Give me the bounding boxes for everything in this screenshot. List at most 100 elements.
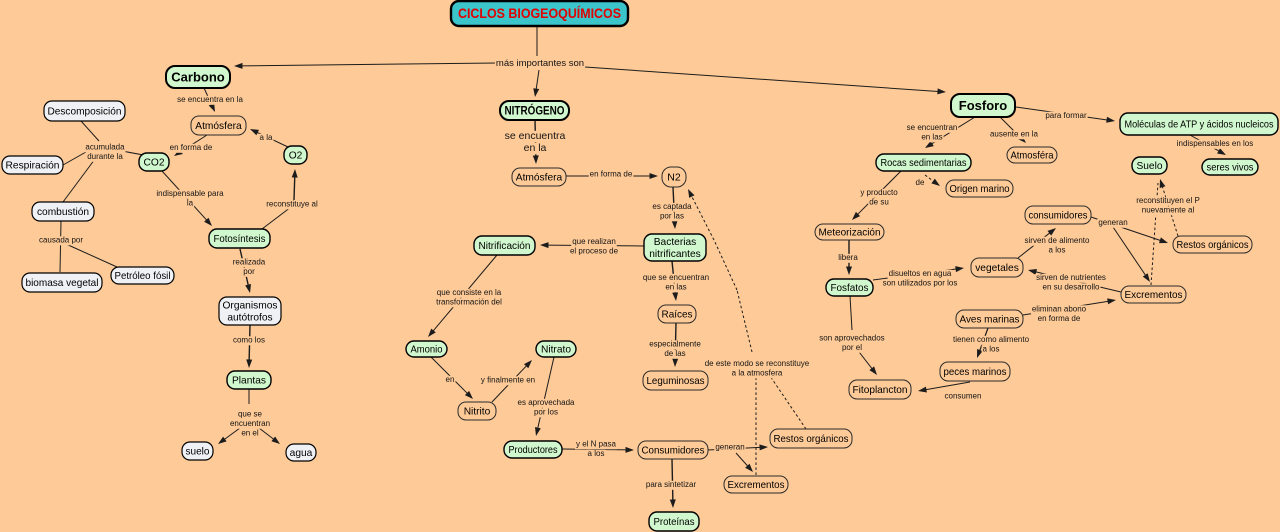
- svg-text:Bacterias: Bacterias: [654, 237, 696, 248]
- svg-text:Meteorización: Meteorización: [819, 228, 881, 239]
- svg-text:y el N pasa: y el N pasa: [576, 440, 617, 449]
- svg-text:indispensable para: indispensable para: [156, 189, 224, 198]
- svg-text:Proteínas: Proteínas: [654, 517, 695, 528]
- svg-text:como los: como los: [233, 336, 265, 345]
- svg-text:durante la: durante la: [87, 152, 123, 161]
- svg-text:en forma de: en forma de: [590, 170, 633, 179]
- svg-text:en su desarrollo: en su desarrollo: [1043, 283, 1100, 292]
- svg-text:Leguminosas: Leguminosas: [647, 376, 705, 387]
- svg-text:es aprovechada: es aprovechada: [518, 398, 575, 407]
- svg-text:en las: en las: [665, 283, 686, 292]
- svg-text:libera: libera: [838, 253, 858, 262]
- svg-text:por el: por el: [842, 343, 862, 352]
- svg-text:Rocas sedimentarias: Rocas sedimentarias: [881, 158, 967, 169]
- svg-text:causada por: causada por: [39, 236, 83, 245]
- svg-text:encuentran: encuentran: [230, 419, 270, 428]
- svg-text:Fosfatos: Fosfatos: [831, 283, 869, 294]
- svg-text:eliminan abono: eliminan abono: [1032, 305, 1087, 314]
- svg-text:Moléculas de ATP y ácidos nucl: Moléculas de ATP y ácidos nucleicos: [1125, 120, 1274, 131]
- svg-text:reconstituye al: reconstituye al: [266, 200, 318, 209]
- svg-text:Raíces: Raíces: [662, 310, 693, 321]
- svg-text:Nitrificación: Nitrificación: [479, 241, 531, 252]
- svg-text:en forma de: en forma de: [1038, 314, 1081, 323]
- svg-text:en las: en las: [921, 133, 942, 142]
- svg-text:se encuentra en la: se encuentra en la: [177, 95, 243, 104]
- svg-text:Plantas: Plantas: [232, 376, 266, 387]
- svg-text:peces marinos: peces marinos: [944, 367, 1007, 378]
- svg-text:Fosforo: Fosforo: [959, 98, 1007, 113]
- svg-text:a la atmosfera: a la atmosfera: [732, 369, 783, 378]
- svg-text:a los: a los: [588, 449, 605, 458]
- svg-text:generan: generan: [715, 443, 744, 452]
- svg-text:Carbono: Carbono: [171, 70, 225, 85]
- svg-text:que se: que se: [238, 410, 263, 419]
- svg-text:combustión: combustión: [37, 207, 89, 218]
- svg-text:se encuentran: se encuentran: [907, 123, 958, 132]
- svg-text:seres vivos: seres vivos: [1207, 163, 1254, 174]
- svg-text:Aves marinas: Aves marinas: [960, 315, 1020, 326]
- svg-text:de su: de su: [869, 198, 889, 207]
- svg-text:se encuentra: se encuentra: [505, 130, 566, 142]
- svg-text:Productores: Productores: [509, 445, 558, 456]
- svg-text:de este modo se reconstituye: de este modo se reconstituye: [705, 359, 810, 368]
- svg-text:CICLOS BIOGEOQUÍMICOS: CICLOS BIOGEOQUÍMICOS: [458, 6, 621, 21]
- svg-text:autótrofos: autótrofos: [227, 313, 272, 324]
- svg-text:transformación del: transformación del: [436, 298, 502, 307]
- svg-text:que se encuentran: que se encuentran: [643, 273, 709, 282]
- svg-text:suelo: suelo: [186, 447, 210, 458]
- svg-text:sirven de nutrientes: sirven de nutrientes: [1036, 273, 1106, 282]
- svg-text:el proceso de: el proceso de: [570, 247, 619, 256]
- svg-text:Nitrito: Nitrito: [464, 407, 491, 418]
- svg-text:reconstituyen el P: reconstituyen el P: [1136, 196, 1200, 205]
- svg-text:Suelo: Suelo: [1137, 161, 1163, 172]
- svg-text:por: por: [243, 267, 255, 276]
- svg-text:y finalmente en: y finalmente en: [481, 376, 535, 385]
- svg-text:consumidores: consumidores: [1029, 211, 1088, 222]
- svg-text:Respiración: Respiración: [6, 161, 60, 172]
- svg-text:sirven de alimento: sirven de alimento: [1025, 236, 1090, 245]
- svg-text:a los: a los: [1049, 246, 1066, 255]
- svg-text:a la: a la: [260, 133, 273, 142]
- svg-text:son aprovechados: son aprovechados: [819, 334, 884, 343]
- svg-text:es captada: es captada: [652, 202, 692, 211]
- svg-text:a los: a los: [983, 345, 1000, 354]
- svg-text:NITRÓGENO: NITRÓGENO: [505, 103, 565, 118]
- svg-text:biomasa vegetal: biomasa vegetal: [26, 278, 99, 289]
- svg-text:Restos orgánicos: Restos orgánicos: [774, 434, 849, 445]
- svg-text:Restos orgánicos: Restos orgánicos: [1177, 240, 1249, 251]
- svg-text:Atmosféra: Atmosféra: [1011, 151, 1054, 162]
- svg-text:indispensables en los: indispensables en los: [1177, 139, 1254, 148]
- svg-text:N2: N2: [667, 172, 681, 184]
- svg-text:en: en: [446, 375, 455, 384]
- svg-text:Organismos: Organismos: [223, 301, 278, 312]
- svg-text:ausente en la: ausente en la: [990, 130, 1039, 139]
- svg-text:Amonio: Amonio: [411, 345, 443, 356]
- svg-text:que realizan: que realizan: [572, 237, 616, 246]
- svg-text:por los: por los: [534, 408, 558, 417]
- svg-text:especialmente: especialmente: [649, 340, 701, 349]
- svg-text:Excrementos: Excrementos: [1125, 290, 1183, 301]
- svg-text:que consiste en la: que consiste en la: [437, 288, 502, 297]
- svg-text:Petróleo fósil: Petróleo fósil: [115, 271, 171, 282]
- svg-text:en la: en la: [524, 142, 547, 154]
- svg-text:acumulada: acumulada: [85, 143, 125, 152]
- svg-text:y producto: y producto: [860, 188, 898, 197]
- svg-text:O2: O2: [289, 151, 303, 162]
- svg-text:Excrementos: Excrementos: [728, 480, 785, 491]
- svg-text:nuevamente al: nuevamente al: [1142, 206, 1195, 215]
- svg-text:Fitoplancton: Fitoplancton: [853, 385, 908, 396]
- svg-text:tienen como alimento: tienen como alimento: [953, 335, 1030, 344]
- svg-text:Descomposición: Descomposición: [48, 107, 122, 118]
- svg-text:generan: generan: [1098, 218, 1127, 227]
- svg-text:realizada: realizada: [233, 258, 266, 267]
- svg-text:en forma de: en forma de: [170, 143, 213, 152]
- svg-text:vegetales: vegetales: [975, 263, 1019, 274]
- svg-text:nitrificantes: nitrificantes: [649, 249, 701, 260]
- svg-text:Fotosíntesis: Fotosíntesis: [214, 234, 266, 245]
- svg-text:agua: agua: [290, 448, 313, 459]
- svg-text:Atmósfera: Atmósfera: [516, 173, 563, 184]
- svg-text:en el: en el: [241, 429, 259, 438]
- svg-text:por las: por las: [660, 212, 684, 221]
- svg-text:de las: de las: [664, 349, 685, 358]
- svg-text:disueltos en agua: disueltos en agua: [889, 269, 952, 278]
